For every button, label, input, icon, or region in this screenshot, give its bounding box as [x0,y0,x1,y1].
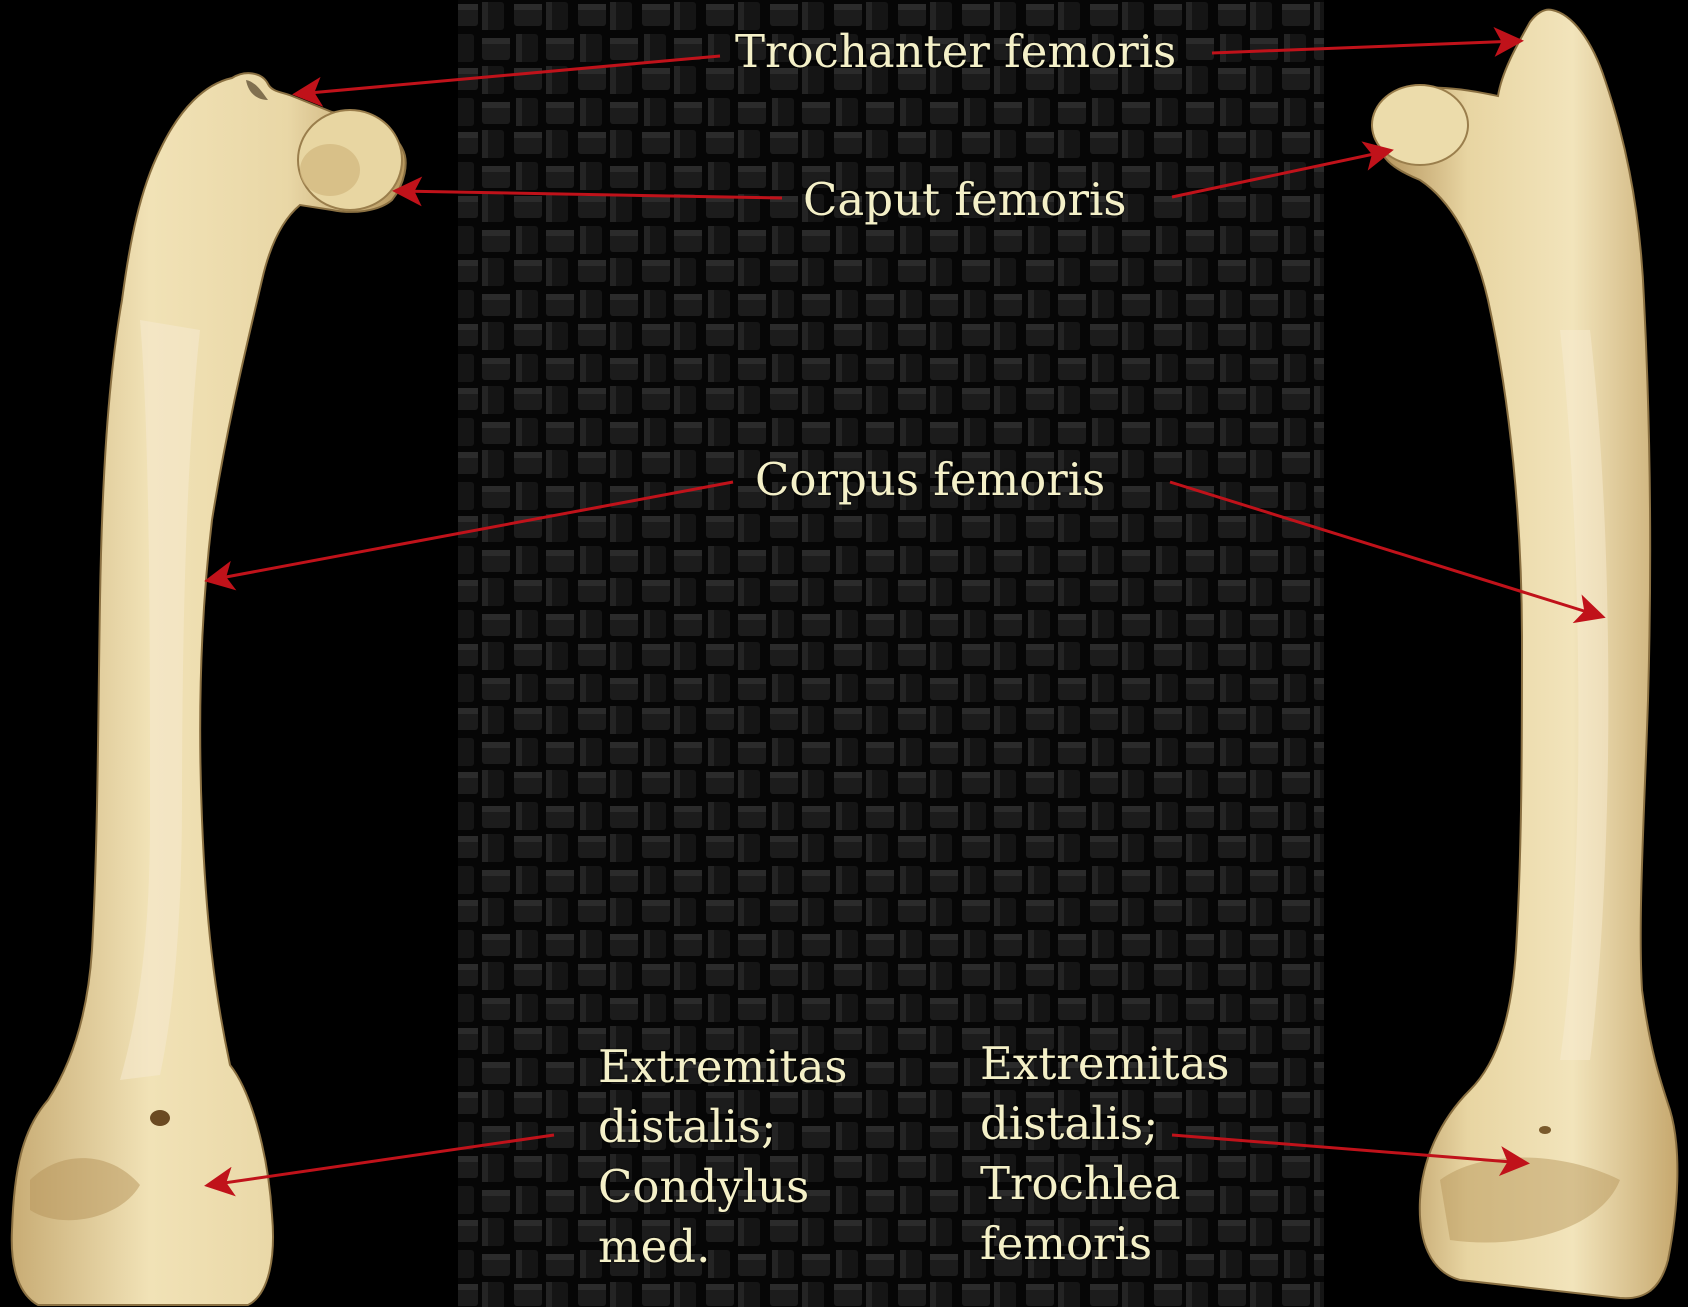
label-trochlea-line-1: Extremitas [980,1034,1230,1094]
label-condylus-line-4: med. [598,1217,848,1277]
label-trochlea-line-3: Trochlea [980,1154,1230,1214]
label-caput-femoris: Caput femoris [803,170,1126,230]
label-condylus-line-3: Condylus [598,1157,848,1217]
right-femur-spot [1539,1126,1551,1134]
left-femur-foramen [150,1110,170,1126]
left-femur-head-shade [300,144,360,196]
label-corpus-femoris: Corpus femoris [755,450,1105,510]
label-condylus-line-1: Extremitas [598,1037,848,1097]
label-trochanter-femoris: Trochanter femoris [735,22,1176,82]
label-condylus-medialis: Extremitas distalis; Condylus med. [598,1037,848,1277]
right-femur-head [1372,85,1468,165]
label-trochlea-line-4: femoris [980,1214,1230,1274]
label-trochlea-line-2: distalis; [980,1094,1230,1154]
label-trochlea-femoris: Extremitas distalis; Trochlea femoris [980,1034,1230,1274]
label-condylus-line-2: distalis; [598,1097,848,1157]
